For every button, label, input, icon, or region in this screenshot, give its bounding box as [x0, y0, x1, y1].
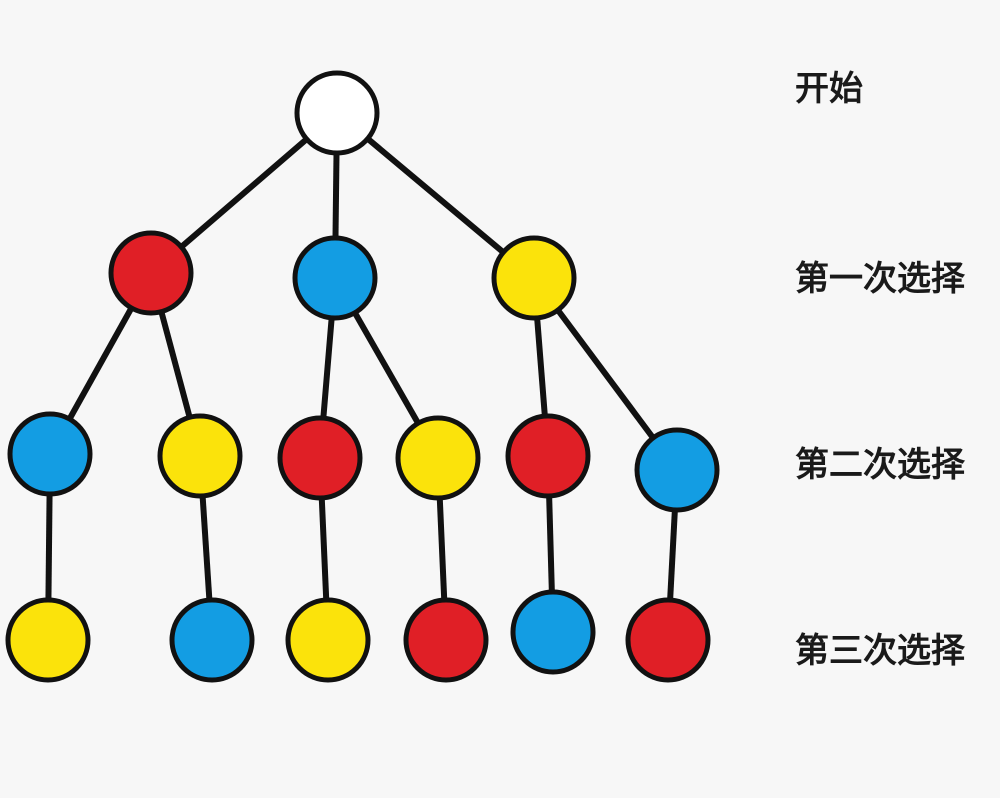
tree-node-blue	[510, 589, 596, 675]
tree-node-red	[277, 415, 363, 501]
tree-node-red	[403, 597, 489, 683]
tree-node-blue	[634, 427, 720, 513]
tree-edge	[335, 110, 536, 281]
tree-nodes	[5, 70, 720, 683]
root-node	[294, 70, 380, 156]
tree-node-red	[108, 230, 194, 316]
tree-edges	[45, 110, 680, 641]
level-label-third-choice: 第三次选择	[795, 631, 965, 671]
level-label-first-choice: 第一次选择	[795, 259, 965, 299]
tree-node-yellow	[157, 413, 243, 499]
tree-node-blue	[7, 411, 93, 497]
tree-node-red	[505, 413, 591, 499]
tree-node-yellow	[285, 597, 371, 683]
tree-node-yellow	[5, 597, 91, 683]
tree-node-red	[625, 597, 711, 683]
level-label-second-choice: 第二次选择	[795, 445, 965, 485]
tree-node-blue	[169, 597, 255, 683]
tree-node-yellow	[395, 415, 481, 501]
level-label-start: 开始	[795, 69, 863, 109]
tree-node-blue	[292, 235, 378, 321]
tree-node-yellow	[491, 235, 577, 321]
